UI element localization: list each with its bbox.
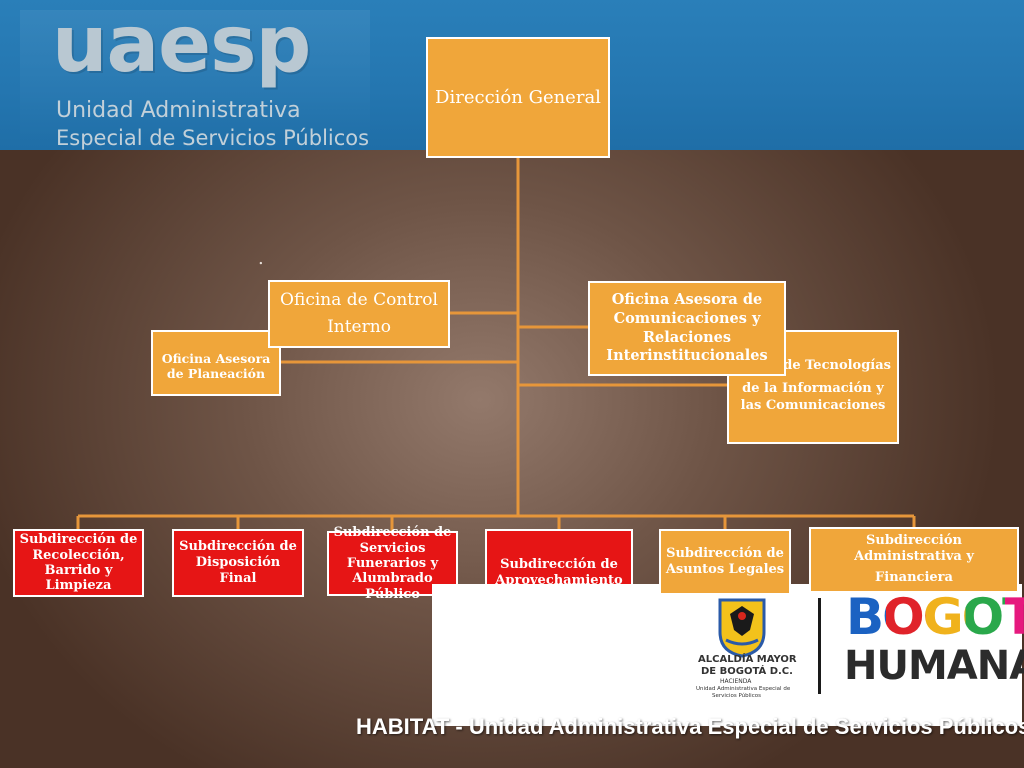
comunicaciones-label: Oficina Asesora de Comunicaciones y Rela… [606, 290, 768, 365]
brand-name-line-1: Unidad Administrativa [56, 98, 301, 123]
brand-acronym: uaesp [52, 0, 311, 90]
tic-partial-label: de Tecnologías [783, 358, 891, 373]
planeacion-label: Oficina Asesora de Planeación [161, 351, 271, 381]
humana-word: HUMANA [844, 643, 1024, 689]
alcaldia-line-1: ALCALDÍA MAYOR [698, 654, 797, 665]
bogota-humana-logo: BOGOTÁ [846, 592, 1024, 642]
footer-caption: HABITAT - Unidad Administrativa Especial… [356, 714, 1024, 739]
bogota-word: BOGOTÁ [846, 588, 1024, 646]
brand-name-line-2: Especial de Servicios Públicos [56, 126, 370, 150]
sub-funerarios-label: Subdirección de Servicios Funerarios y A… [333, 525, 452, 602]
sub-asuntos-legales-label: Subdirección de Asuntos Legales [665, 545, 785, 577]
box-comunicaciones: Oficina Asesora de Comunicaciones y Rela… [588, 281, 786, 376]
box-sub-recoleccion: Subdirección de Recolección, Barrido y L… [13, 529, 144, 597]
box-direccion-general: Dirección General [426, 37, 610, 158]
stray-mark: . [258, 248, 264, 269]
control-interno-line-1: Oficina de Control [280, 289, 438, 310]
alcaldia-line-2: DE BOGOTÁ D.C. [701, 666, 793, 677]
sub-administrativa-line-2: Financiera [875, 570, 953, 586]
uaesp-logo: uaesp Unidad Administrativa Especial de … [20, 6, 370, 149]
box-sub-disposicion: Subdirección de Disposición Final [172, 529, 304, 597]
box-sub-asuntos-legales: Subdirección de Asuntos Legales [659, 529, 791, 595]
bogota-coat-of-arms-icon [718, 598, 766, 658]
box-sub-administrativa: Subdirección Administrativa y Financiera [809, 527, 1019, 593]
control-interno-line-2: Interno [327, 317, 391, 337]
box-planeacion: Oficina Asesora de Planeación [151, 330, 281, 396]
alcaldia-line-4: Unidad Administrativa Especial de [696, 686, 791, 692]
alcaldia-line-3: HACIENDA [720, 678, 752, 685]
tic-rest-label: de la Información y las Comunicaciones [740, 380, 886, 413]
box-control-interno: Oficina de Control Interno [268, 280, 450, 348]
sponsor-logos-strip: ALCALDÍA MAYOR DE BOGOTÁ D.C. HACIENDA U… [432, 584, 1024, 726]
sub-administrativa-line-1: Subdirección Administrativa y [854, 533, 974, 564]
sub-disposicion-label: Subdirección de Disposición Final [179, 538, 297, 587]
alcaldia-line-5: Servicios Públicos [712, 693, 761, 699]
logo-separator [818, 598, 821, 694]
direccion-general-label: Dirección General [435, 87, 601, 108]
sub-recoleccion-label: Subdirección de Recolección, Barrido y L… [19, 532, 138, 594]
